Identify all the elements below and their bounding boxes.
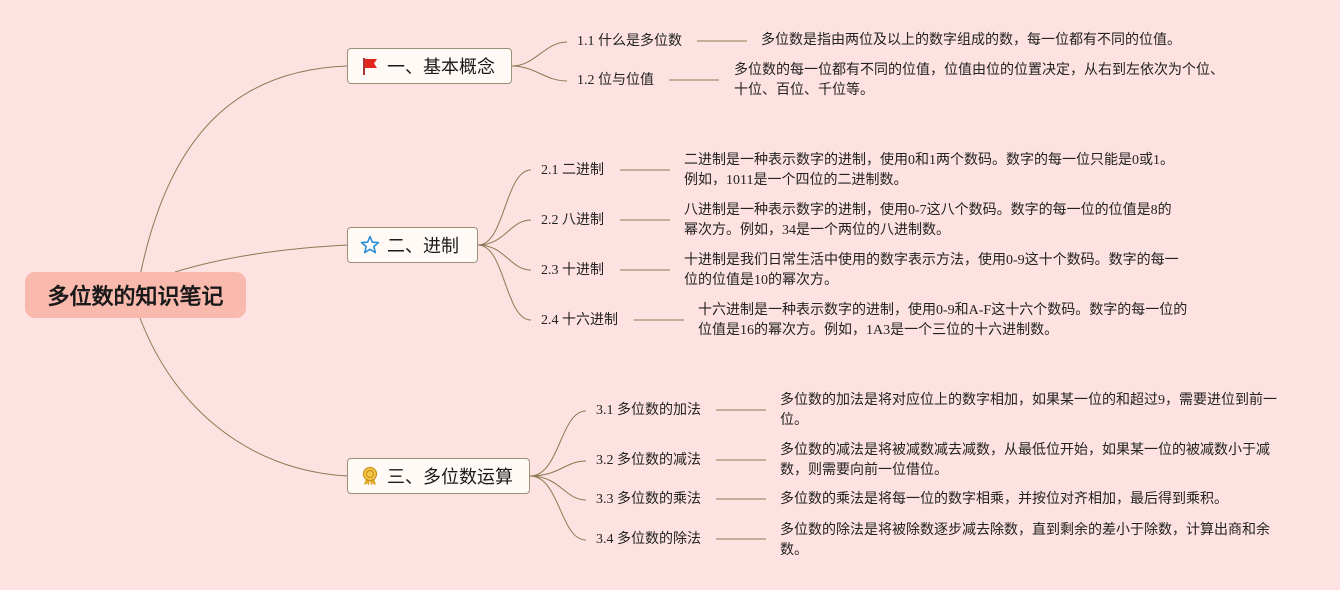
topic-label: 三、多位数运算 <box>387 467 513 488</box>
topic-label: 一、基本概念 <box>387 57 495 78</box>
description-2-2: 八进制是一种表示数字的进制，使用0-7这八个数码。数字的每一位的位值是8的 幂次… <box>684 201 1172 241</box>
description-line: 位。 <box>780 413 808 428</box>
description-line: 八进制是一种表示数字的进制，使用0-7这八个数码。数字的每一位的位值是8的 <box>684 203 1172 218</box>
topic-label: 二、进制 <box>387 236 459 257</box>
description-line: 数。 <box>780 543 808 558</box>
description-line: 十六进制是一种表示数字的进制，使用0-9和A-F这十六个数码。数字的每一位的 <box>698 303 1188 318</box>
description-3-2: 多位数的减法是将被减数减去减数，从最低位开始，如果某一位的被减数小于减 数，则需… <box>780 441 1270 481</box>
description-line: 多位数的加法是将对应位上的数字相加，如果某一位的和超过9，需要进位到前一 <box>780 393 1277 408</box>
subtopic-3-3[interactable]: 3.3 多位数的乘法 <box>596 492 701 507</box>
description-line: 幂次方。例如，34是一个两位的八进制数。 <box>684 223 950 238</box>
root-title: 多位数的知识笔记 <box>47 285 224 310</box>
description-3-3: 多位数的乘法是将每一位的数字相乘，并按位对齐相加，最后得到乘积。 <box>780 490 1228 510</box>
description-line: 例如，1011是一个四位的二进制数。 <box>684 173 908 188</box>
description-line: 多位数的除法是将被除数逐步减去除数，直到剩余的差小于除数，计算出商和余 <box>780 523 1270 538</box>
description-line: 多位数的乘法是将每一位的数字相乘，并按位对齐相加，最后得到乘积。 <box>780 492 1228 507</box>
topic-number-bases[interactable]: 二、进制 <box>347 227 478 263</box>
subtopic-2-4[interactable]: 2.4 十六进制 <box>541 313 618 328</box>
description-line: 多位数是指由两位及以上的数字组成的数，每一位都有不同的位值。 <box>761 33 1181 48</box>
root-topic[interactable]: 多位数的知识笔记 <box>25 272 246 318</box>
description-3-1: 多位数的加法是将对应位上的数字相加，如果某一位的和超过9，需要进位到前一 位。 <box>780 391 1277 431</box>
description-line: 多位数的每一位都有不同的位值，位值由位的位置决定，从右到左依次为个位、 <box>734 63 1224 78</box>
description-2-1: 二进制是一种表示数字的进制，使用0和1两个数码。数字的每一位只能是0或1。 例如… <box>684 151 1174 191</box>
subtopic-2-1[interactable]: 2.1 二进制 <box>541 163 604 178</box>
description-line: 二进制是一种表示数字的进制，使用0和1两个数码。数字的每一位只能是0或1。 <box>684 153 1174 168</box>
description-2-4: 十六进制是一种表示数字的进制，使用0-9和A-F这十六个数码。数字的每一位的 位… <box>698 301 1187 341</box>
description-line: 数，则需要向前一位借位。 <box>780 463 948 478</box>
subtopic-3-2[interactable]: 3.2 多位数的减法 <box>596 453 701 468</box>
description-1-2: 多位数的每一位都有不同的位值，位值由位的位置决定，从右到左依次为个位、 十位、百… <box>734 61 1224 101</box>
subtopic-2-2[interactable]: 2.2 八进制 <box>541 213 604 228</box>
description-line: 位值是16的幂次方。例如，1A3是一个三位的十六进制数。 <box>698 323 1059 338</box>
description-line: 十位、百位、千位等。 <box>734 83 874 98</box>
blue-star-icon <box>360 235 380 255</box>
subtopic-3-1[interactable]: 3.1 多位数的加法 <box>596 403 701 418</box>
topic-basic-concepts[interactable]: 一、基本概念 <box>347 48 512 84</box>
red-flag-icon <box>360 56 380 76</box>
subtopic-1-2[interactable]: 1.2 位与位值 <box>577 73 654 88</box>
description-line: 多位数的减法是将被减数减去减数，从最低位开始，如果某一位的被减数小于减 <box>780 443 1270 458</box>
description-1-1: 多位数是指由两位及以上的数字组成的数，每一位都有不同的位值。 <box>761 31 1181 51</box>
subtopic-3-4[interactable]: 3.4 多位数的除法 <box>596 532 701 547</box>
gold-medal-icon <box>360 466 380 486</box>
subtopic-1-1[interactable]: 1.1 什么是多位数 <box>577 34 682 49</box>
topic-multidigit-operations[interactable]: 三、多位数运算 <box>347 458 530 494</box>
description-line: 位的位值是10的幂次方。 <box>684 273 838 288</box>
subtopic-2-3[interactable]: 2.3 十进制 <box>541 263 604 278</box>
description-line: 十进制是我们日常生活中使用的数字表示方法，使用0-9这十个数码。数字的每一 <box>684 253 1179 268</box>
description-2-3: 十进制是我们日常生活中使用的数字表示方法，使用0-9这十个数码。数字的每一 位的… <box>684 251 1179 291</box>
description-3-4: 多位数的除法是将被除数逐步减去除数，直到剩余的差小于除数，计算出商和余 数。 <box>780 521 1270 561</box>
